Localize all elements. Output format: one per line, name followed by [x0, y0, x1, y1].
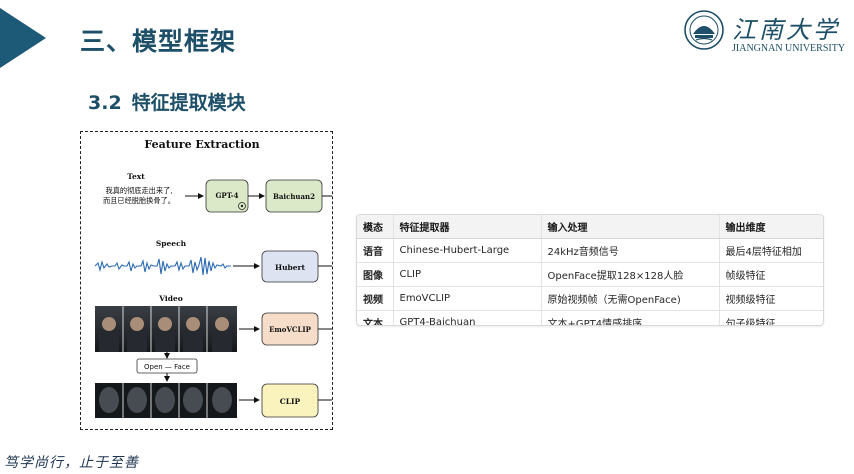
cell-extractor: GPT4-Baichuan — [393, 310, 542, 325]
openai-icon — [238, 202, 246, 210]
section-number: 3.2 — [88, 92, 122, 114]
table-header-row: 模态 特征提取器 输入处理 输出维度 — [357, 215, 823, 239]
cell-output: 最后4层特征相加 — [719, 238, 823, 263]
hubert-label: Hubert — [275, 263, 306, 272]
text-label: Text — [127, 172, 145, 181]
cell-extractor: EmoVCLIP — [393, 286, 542, 311]
cell-output: 句子级特征 — [725, 319, 776, 326]
section-heading: 3.2 特征提取模块 — [88, 88, 256, 115]
face-crops — [95, 383, 237, 418]
cell-input: OpenFace提取128×128人脸 — [541, 262, 720, 287]
speech-label: Speech — [156, 239, 187, 248]
table-row: 视频 EmoVCLIP 原始视频帧（无需OpenFace) 视频级特征 — [357, 286, 823, 311]
logo-english-name: JIANGNAN UNIVERSITY — [732, 43, 846, 54]
feature-extractor-table-card: 模态 特征提取器 输入处理 输出维度 语音 Chinese-Hubert-Lar… — [356, 214, 824, 326]
text-sample-line-2: 而且已经脱胎换骨了。 — [103, 196, 175, 205]
video-label: Video — [158, 294, 183, 303]
logo-chinese-name: 江南大学 — [732, 16, 840, 44]
university-emblem-icon — [684, 10, 724, 50]
video-frames — [95, 306, 237, 352]
table-row: 图像 CLIP OpenFace提取128×128人脸 帧级特征 — [357, 262, 823, 287]
clip-label: CLIP — [280, 397, 301, 406]
cell-extractor: Chinese-Hubert-Large — [393, 238, 542, 263]
corner-arrow-decoration — [0, 8, 46, 68]
cell-modality: 图像 — [357, 262, 394, 287]
table-row: 语音 Chinese-Hubert-Large 24kHz音频信号 最后4层特征… — [357, 238, 823, 263]
feature-extraction-diagram: Feature Extraction Text 我真的彻底走出来了, 而且已经脱… — [94, 138, 332, 418]
slide-title: 三、模型框架 — [80, 27, 237, 56]
university-motto: 笃学尚行，止于至善 — [4, 455, 139, 471]
cell-extractor: CLIP — [393, 262, 542, 287]
cell-modality: 语音 — [357, 238, 394, 263]
table-row: 文本 GPT4-Baichuan 文本+GPT4情感排序 句子级特征 — [357, 310, 823, 326]
column-header-output: 输出维度 — [719, 215, 823, 239]
baichuan2-label: Baichuan2 — [273, 192, 315, 201]
text-sample-line-1: 我真的彻底走出来了, — [106, 186, 173, 195]
cell-output: 视频级特征 — [719, 286, 823, 311]
university-logo: 江南大学 JIANGNAN UNIVERSITY — [684, 10, 850, 58]
gpt4-label: GPT-4 — [215, 191, 238, 200]
speech-waveform — [94, 256, 231, 276]
cell-input: 文本+GPT4情感排序 — [541, 310, 720, 325]
column-header-extractor: 特征提取器 — [393, 215, 542, 239]
feature-extractor-table: 模态 特征提取器 输入处理 输出维度 语音 Chinese-Hubert-Lar… — [357, 215, 823, 326]
cell-input: 原始视频帧（无需OpenFace) — [541, 286, 720, 311]
cell-output: 帧级特征 — [719, 262, 823, 287]
cell-input: 24kHz音频信号 — [541, 238, 720, 263]
column-header-modality: 模态 — [357, 215, 394, 239]
emovclip-label: EmoVCLIP — [269, 325, 312, 334]
feature-extraction-figure: Feature Extraction Text 我真的彻底走出来了, 而且已经脱… — [80, 131, 333, 430]
openface-label: Open — Face — [144, 363, 190, 371]
cell-modality: 文本 — [357, 310, 394, 325]
cell-modality: 视频 — [357, 286, 394, 311]
figure-title: Feature Extraction — [144, 138, 259, 151]
column-header-input: 输入处理 — [541, 215, 720, 239]
section-title: 特征提取模块 — [131, 92, 246, 114]
